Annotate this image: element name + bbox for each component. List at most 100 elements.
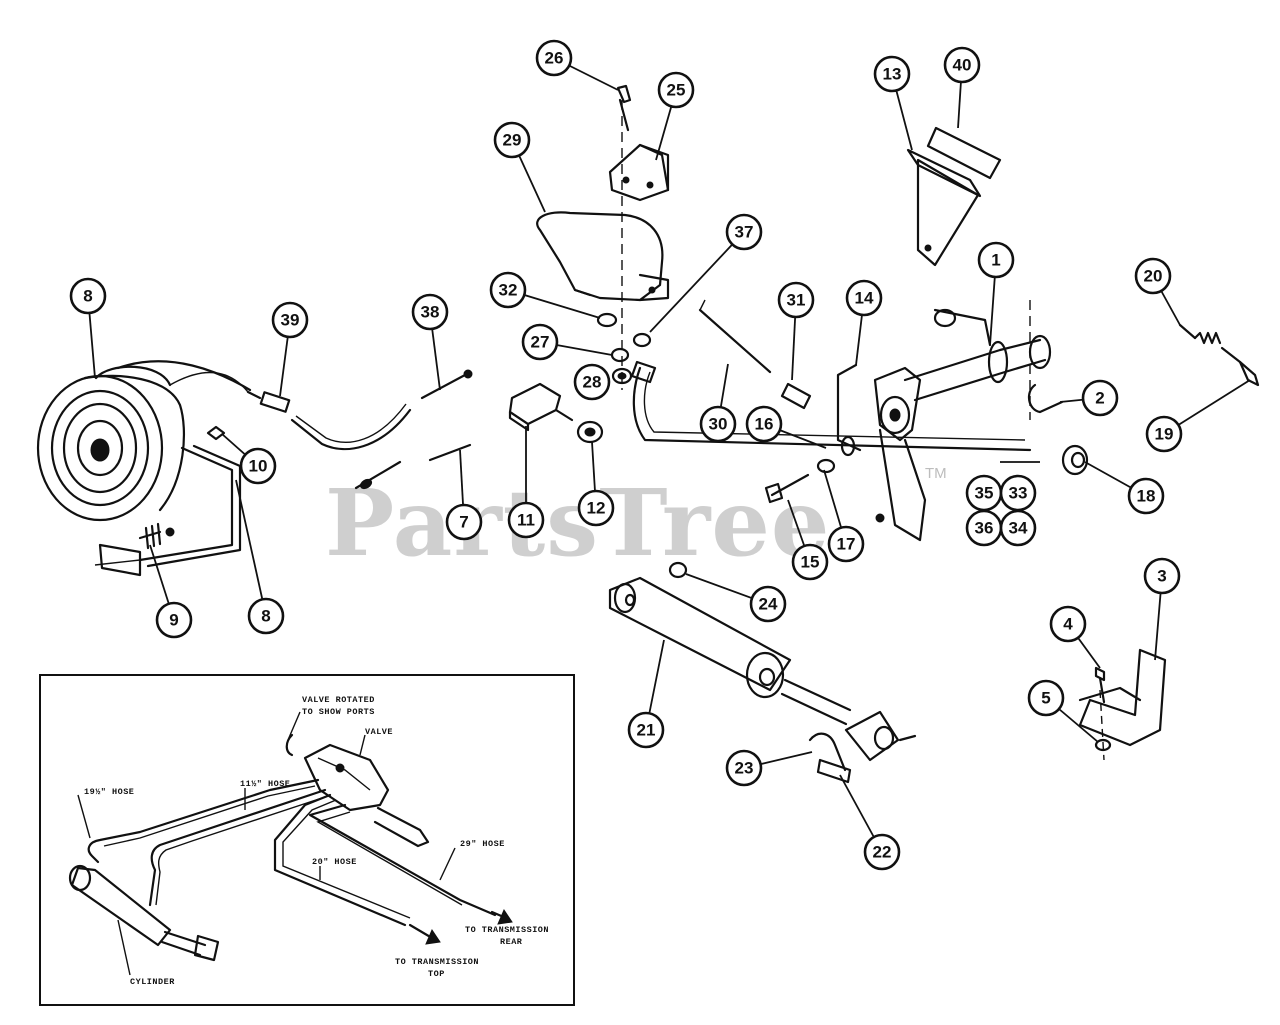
callout-28[interactable]: 28 [573, 363, 611, 401]
callout-11[interactable]: 11 [507, 501, 545, 539]
inset-label-valve-rotated: VALVE ROTATED [302, 695, 375, 705]
svg-text:16: 16 [755, 415, 774, 434]
callout-8-bracket[interactable]: 8 [247, 597, 285, 635]
callout-2[interactable]: 2 [1081, 379, 1119, 417]
callout-34[interactable]: 34 [999, 509, 1037, 547]
callout-20[interactable]: 20 [1134, 257, 1172, 295]
centerlines [621, 100, 1105, 761]
svg-text:4: 4 [1063, 615, 1073, 634]
inset-label-to-transmission-rear-1: TO TRANSMISSION [465, 925, 549, 935]
mounting-bracket-part [608, 84, 670, 202]
callout-38[interactable]: 38 [411, 293, 449, 331]
callout-13[interactable]: 13 [873, 55, 911, 93]
callout-1[interactable]: 1 [977, 241, 1015, 279]
svg-text:17: 17 [837, 535, 856, 554]
callout-3[interactable]: 3 [1143, 557, 1181, 595]
inset-label-to-show-ports: TO SHOW PORTS [302, 707, 375, 717]
spring-part [1178, 323, 1260, 387]
callout-30[interactable]: 30 [699, 405, 737, 443]
callout-29[interactable]: 29 [493, 121, 531, 159]
callout-21[interactable]: 21 [627, 711, 665, 749]
svg-text:9: 9 [169, 611, 178, 630]
switch-part [508, 382, 604, 444]
callout-5[interactable]: 5 [1027, 679, 1065, 717]
valve-cover-part [536, 211, 670, 302]
callout-37[interactable]: 37 [725, 213, 763, 251]
callout-18[interactable]: 18 [1127, 477, 1165, 515]
hair-pin-clip-part [1027, 383, 1064, 414]
callout-12[interactable]: 12 [577, 489, 615, 527]
svg-text:30: 30 [709, 415, 728, 434]
svg-text:31: 31 [787, 291, 806, 310]
callout-32[interactable]: 32 [489, 271, 527, 309]
callout-14[interactable]: 14 [845, 279, 883, 317]
inset-label-hose-20: 20" HOSE [312, 857, 357, 867]
callout-9[interactable]: 9 [155, 601, 193, 639]
svg-text:39: 39 [281, 311, 300, 330]
callout-23[interactable]: 23 [725, 749, 763, 787]
svg-text:20: 20 [1144, 267, 1163, 286]
electric-clutch-part [36, 360, 252, 522]
clevis-pin-part [808, 732, 852, 784]
callout-15[interactable]: 15 [791, 543, 829, 581]
svg-text:18: 18 [1137, 487, 1156, 506]
inset-label-to-transmission-rear-2: REAR [500, 937, 523, 947]
clutch-bracket-part [94, 425, 242, 577]
svg-text:22: 22 [873, 843, 892, 862]
inset-label-valve: VALVE [365, 727, 393, 737]
callout-33[interactable]: 33 [999, 474, 1037, 512]
svg-text:11: 11 [517, 511, 535, 530]
svg-text:14: 14 [855, 289, 874, 308]
mounting-angle-bracket-part [1078, 648, 1167, 752]
partstree-watermark: PartsTree [325, 469, 830, 577]
hardware-washers-part [596, 312, 652, 385]
callout-17[interactable]: 17 [827, 525, 865, 563]
svg-text:12: 12 [587, 499, 606, 518]
svg-text:2: 2 [1095, 389, 1104, 408]
wiring-part [246, 369, 473, 490]
callout-25[interactable]: 25 [657, 71, 695, 109]
callout-8-clutch[interactable]: 8 [69, 277, 107, 315]
callout-19[interactable]: 19 [1145, 415, 1183, 453]
svg-text:26: 26 [545, 49, 564, 68]
inset-label-hose-19: 19½" HOSE [84, 787, 134, 797]
callout-31[interactable]: 31 [777, 281, 815, 319]
svg-text:27: 27 [531, 333, 550, 352]
inset-label-to-transmission-top-2: TOP [428, 969, 445, 979]
callout-26[interactable]: 26 [535, 39, 573, 77]
callout-4[interactable]: 4 [1049, 605, 1087, 643]
callout-36[interactable]: 36 [965, 509, 1003, 547]
svg-text:23: 23 [735, 759, 754, 778]
callout-22[interactable]: 22 [863, 833, 901, 871]
callout-35[interactable]: 35 [965, 474, 1003, 512]
callout-16[interactable]: 16 [745, 405, 783, 443]
svg-text:40: 40 [953, 56, 972, 75]
callout-40[interactable]: 40 [943, 46, 981, 84]
svg-text:15: 15 [801, 553, 820, 572]
hydraulic-line-part [630, 360, 1032, 452]
inset-label-hose-11: 11½" HOSE [240, 779, 290, 789]
handle-grip-part [906, 126, 1002, 267]
svg-text:28: 28 [583, 373, 602, 392]
callout-24[interactable]: 24 [749, 585, 787, 623]
svg-text:13: 13 [883, 65, 902, 84]
callout-10[interactable]: 10 [239, 447, 277, 485]
svg-text:29: 29 [503, 131, 522, 150]
svg-text:36: 36 [975, 519, 994, 538]
svg-text:35: 35 [975, 484, 994, 503]
svg-text:34: 34 [1009, 519, 1028, 538]
svg-text:10: 10 [249, 457, 268, 476]
svg-text:24: 24 [759, 595, 778, 614]
svg-text:19: 19 [1155, 425, 1174, 444]
callout-27[interactable]: 27 [521, 323, 559, 361]
hydraulic-cylinder-part [608, 561, 917, 762]
inset-label-cylinder: CYLINDER [130, 977, 175, 987]
svg-text:8: 8 [261, 607, 270, 626]
svg-text:3: 3 [1157, 567, 1166, 586]
callout-7[interactable]: 7 [445, 503, 483, 541]
inset-label-hose-29: 29" HOSE [460, 839, 505, 849]
callout-39[interactable]: 39 [271, 301, 309, 339]
svg-text:7: 7 [459, 513, 468, 532]
svg-text:32: 32 [499, 281, 518, 300]
